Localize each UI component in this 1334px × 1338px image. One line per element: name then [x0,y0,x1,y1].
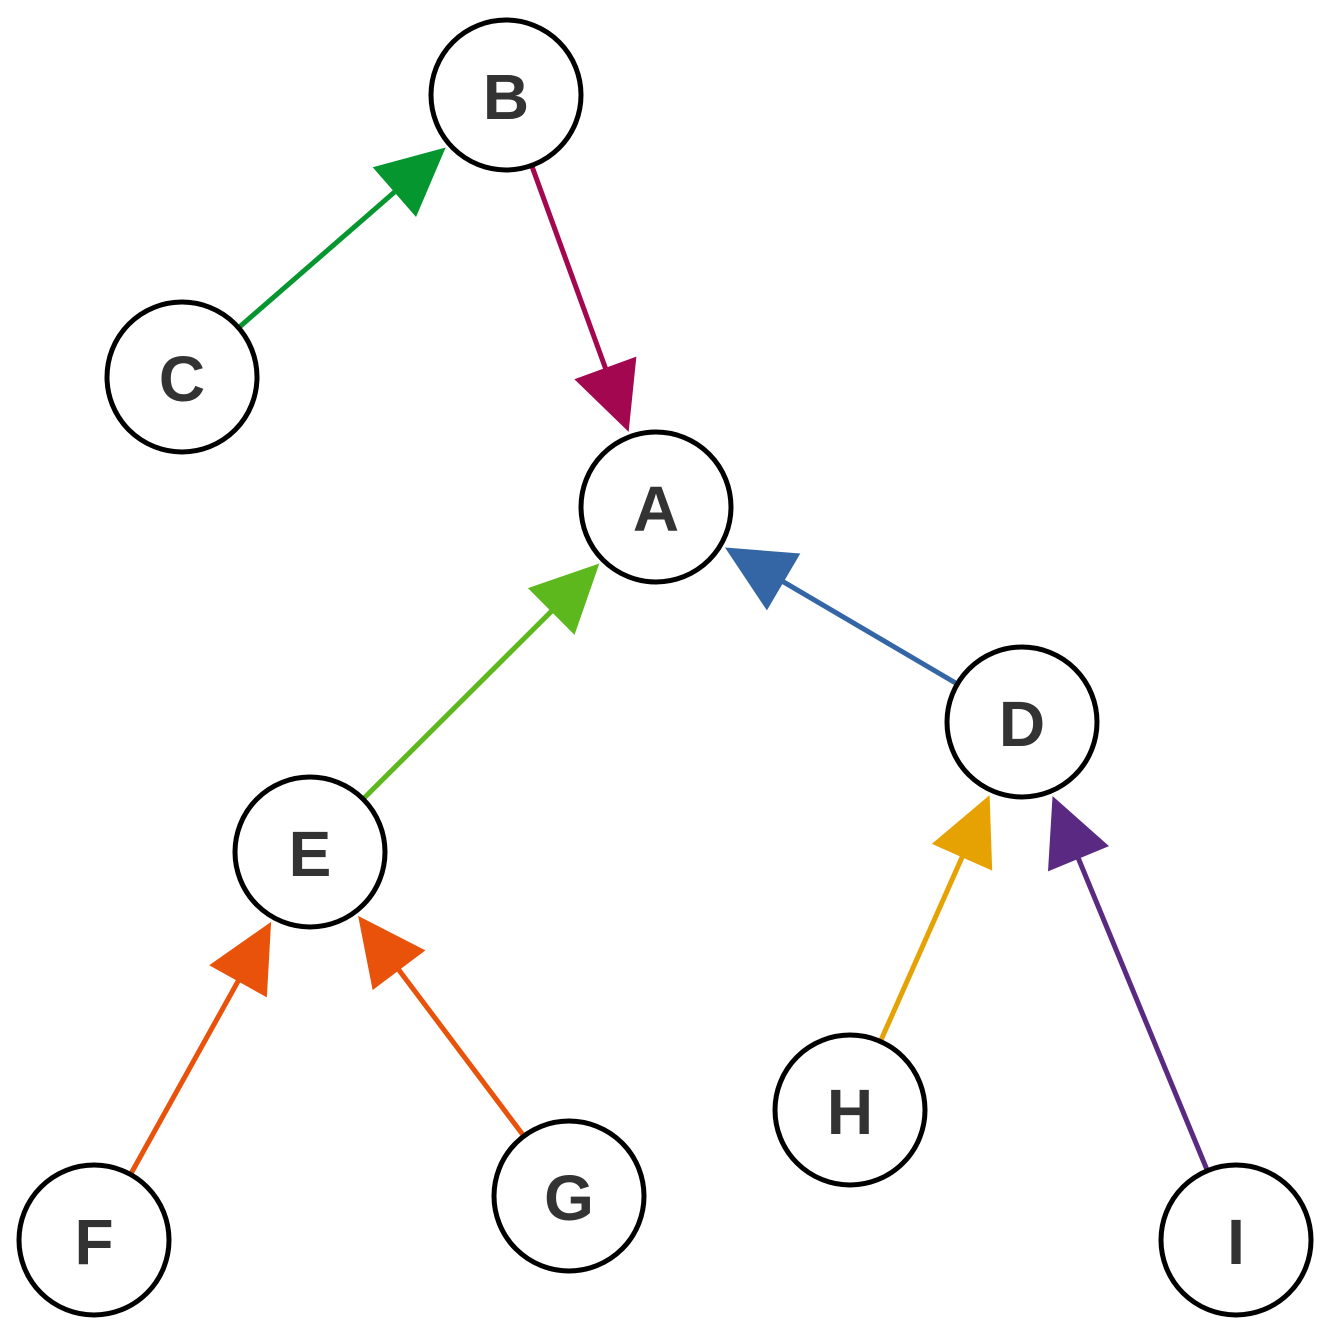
edge-d-a-arrowhead [724,547,801,611]
node-d-circle [944,644,1100,800]
node-f-label: F [74,1206,113,1278]
node-f-circle [16,1162,172,1318]
node-i-label: I [1227,1206,1245,1278]
node-d[interactable]: D [944,644,1100,800]
node-e-label: E [289,818,332,890]
edge-h-d [878,795,993,1041]
node-a-circle [578,429,734,585]
edge-i-d-line [1074,854,1209,1170]
node-g-circle [491,1118,647,1274]
edge-i-d [1048,795,1209,1170]
edge-i-d-arrowhead [1048,795,1110,872]
edge-e-a [362,563,600,800]
edge-c-b-line [238,187,400,329]
edge-f-e [129,921,272,1174]
node-b[interactable]: B [428,17,584,173]
edge-g-e [358,915,525,1136]
node-d-label: D [999,688,1045,760]
node-c[interactable]: C [104,299,260,455]
node-a-label: A [633,473,679,545]
edge-e-a-line [362,606,556,800]
edge-f-e-arrowhead [209,921,272,998]
edge-d-a-line [778,577,957,686]
edge-b-a [529,166,637,432]
node-f[interactable]: F [16,1162,172,1318]
node-h-circle [772,1032,928,1188]
node-e[interactable]: E [232,774,388,930]
edge-f-e-line [129,976,243,1174]
edge-c-b-arrowhead [372,147,446,218]
node-g-label: G [544,1162,594,1234]
node-g[interactable]: G [491,1118,647,1274]
node-e-circle [232,774,388,930]
node-i-circle [1158,1162,1314,1318]
node-i[interactable]: I [1158,1162,1314,1318]
node-b-circle [428,17,584,173]
nodes-layer: A B C D E F G H [16,17,1314,1318]
edge-g-e-line [394,965,525,1136]
edges-layer [129,147,1209,1174]
node-a[interactable]: A [578,429,734,585]
edge-b-a-arrowhead [574,356,637,432]
edge-d-a [724,547,957,686]
edge-h-d-arrowhead [931,795,993,871]
edge-h-d-line [878,852,966,1041]
edge-e-a-arrowhead [527,563,600,635]
node-c-circle [104,299,260,455]
node-b-label: B [483,61,529,133]
node-c-label: C [159,343,205,415]
node-h[interactable]: H [772,1032,928,1188]
edge-b-a-line [529,166,610,373]
edge-g-e-arrowhead [358,915,426,991]
edge-c-b [238,147,446,329]
node-h-label: H [827,1076,873,1148]
